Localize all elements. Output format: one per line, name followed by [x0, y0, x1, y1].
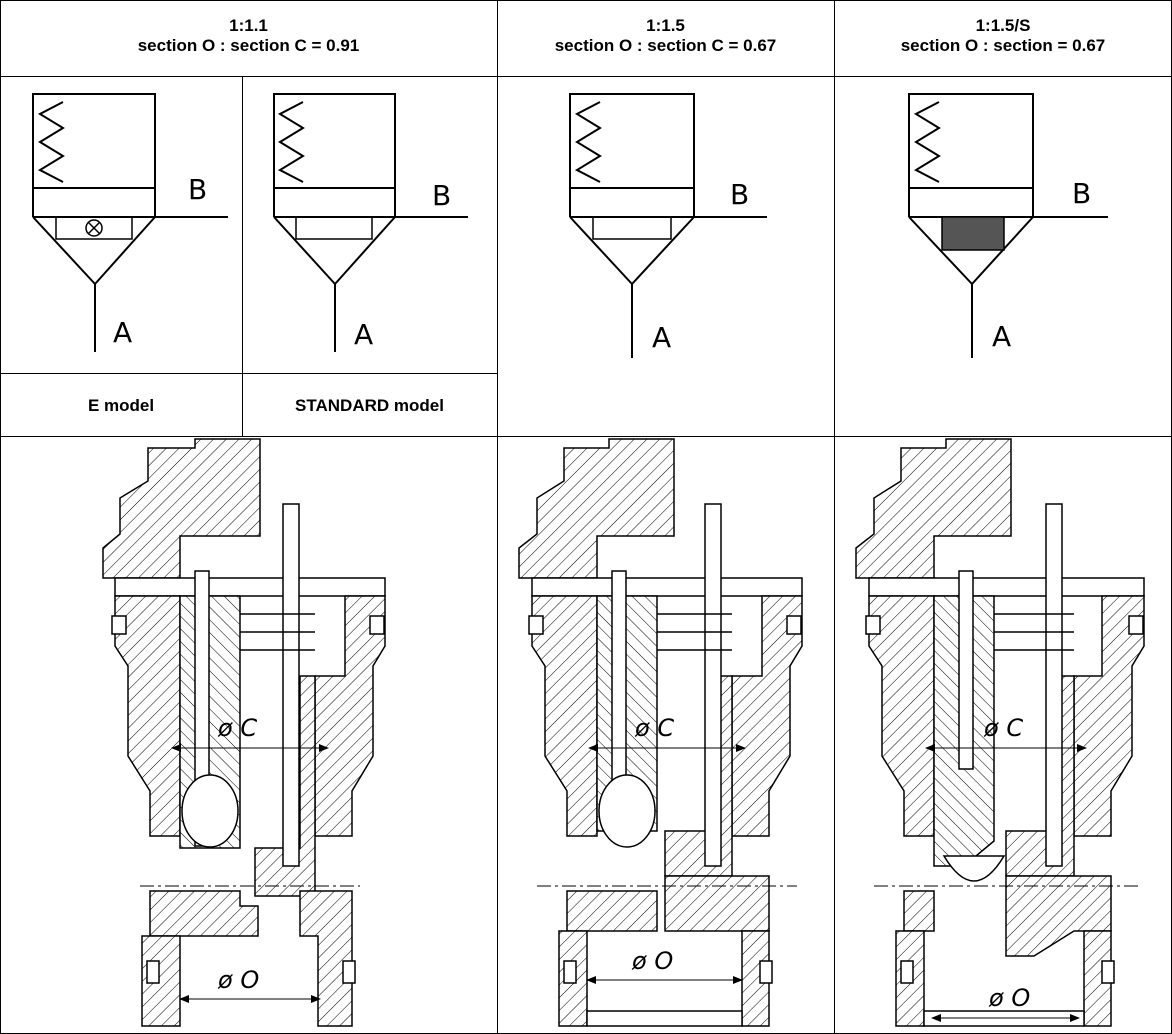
port-a-label: A [113, 316, 132, 349]
diameter-c-label: ø C [217, 714, 257, 742]
ratio-label: 1:1.1 [229, 16, 268, 35]
subcolumn-divider [242, 76, 243, 436]
diameter-c-label: ø C [983, 714, 1023, 742]
row-divider [0, 436, 1172, 437]
section-ratio-label: section O : section C = 0.67 [554, 36, 777, 55]
diameter-o-label: ø O [217, 966, 259, 994]
diameter-o-label: ø O [988, 984, 1030, 1012]
ratio-label: 1:1.5 [646, 16, 685, 35]
section-ratio-label: section O : section C = 0.91 [137, 36, 360, 55]
port-b-label: B [1072, 177, 1091, 210]
valve-symbol-e-model: B A [32, 93, 228, 352]
column-header-2: 1:1.5 section O : section C = 0.67 [497, 16, 834, 56]
port-a-label: A [992, 320, 1011, 353]
valve-symbol-standard-model: B A [273, 93, 468, 352]
ratio-label: 1:1.5/S [975, 16, 1031, 35]
port-a-label: A [354, 318, 373, 351]
section-drawing-1-1-5-s: ø C ø O [855, 438, 1145, 1027]
table-top-border [0, 0, 1172, 1]
valve-symbol-1-1-5: B A [569, 93, 767, 358]
diameter-c-label: ø C [634, 714, 674, 742]
section-drawing-1-1-5: ø C ø O [518, 438, 803, 1027]
caption-standard-model: STANDARD model [295, 396, 444, 415]
caption-divider [0, 373, 497, 374]
valve-symbol-1-1-5-s: B A [908, 93, 1108, 358]
port-a-label: A [652, 321, 671, 354]
section-drawing-1-1-1: ø C ø O [102, 438, 386, 1027]
table-left-border [0, 0, 1, 1034]
column-header-1: 1:1.1 section O : section C = 0.91 [0, 16, 497, 56]
header-divider [0, 76, 1172, 77]
column-divider-2 [834, 0, 835, 1034]
column-divider-1 [497, 0, 498, 1034]
diameter-o-label: ø O [631, 947, 673, 975]
column-header-3: 1:1.5/S section O : section = 0.67 [834, 16, 1172, 56]
caption-e-model: E model [87, 396, 155, 415]
section-ratio-label: section O : section = 0.67 [900, 36, 1106, 55]
port-b-label: B [432, 179, 451, 212]
port-b-label: B [188, 173, 207, 206]
port-b-label: B [730, 178, 749, 211]
